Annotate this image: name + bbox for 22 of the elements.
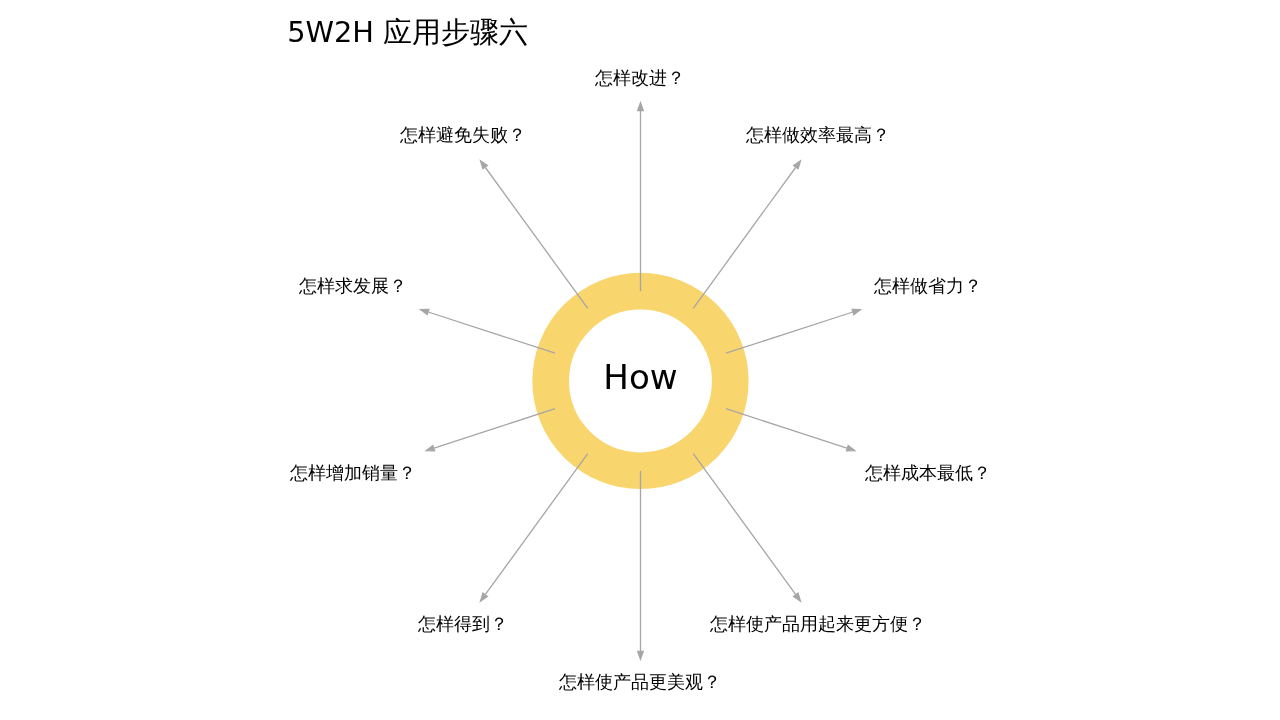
- node-text: 怎样得到？: [417, 613, 508, 635]
- node-text: 怎样使产品更美观？: [558, 670, 721, 692]
- node-text: 怎样做效率最高？: [745, 124, 890, 146]
- node-text: 怎样增加销量？: [289, 462, 416, 484]
- arrow: [692, 159, 802, 309]
- diagram-title: 5W2H 应用步骤六: [286, 14, 528, 49]
- node-text: 怎样避免失败？: [399, 124, 526, 146]
- node-text: 怎样做省力？: [873, 275, 982, 297]
- node-text: 怎样使产品用起来更方便？: [709, 613, 926, 635]
- node-text: 怎样成本最低？: [864, 462, 991, 484]
- node-text: 怎样求发展？: [298, 275, 407, 297]
- arrow: [636, 470, 644, 662]
- arrow: [724, 308, 862, 354]
- arrow: [692, 452, 802, 603]
- arrow: [423, 408, 556, 452]
- arrow: [724, 408, 857, 452]
- arrow: [478, 159, 588, 309]
- node-circle: How: [531, 272, 749, 490]
- arrow: [478, 452, 588, 603]
- arrow: [418, 308, 556, 354]
- node-text: 怎样改进？: [594, 66, 685, 88]
- arrow: [636, 100, 644, 292]
